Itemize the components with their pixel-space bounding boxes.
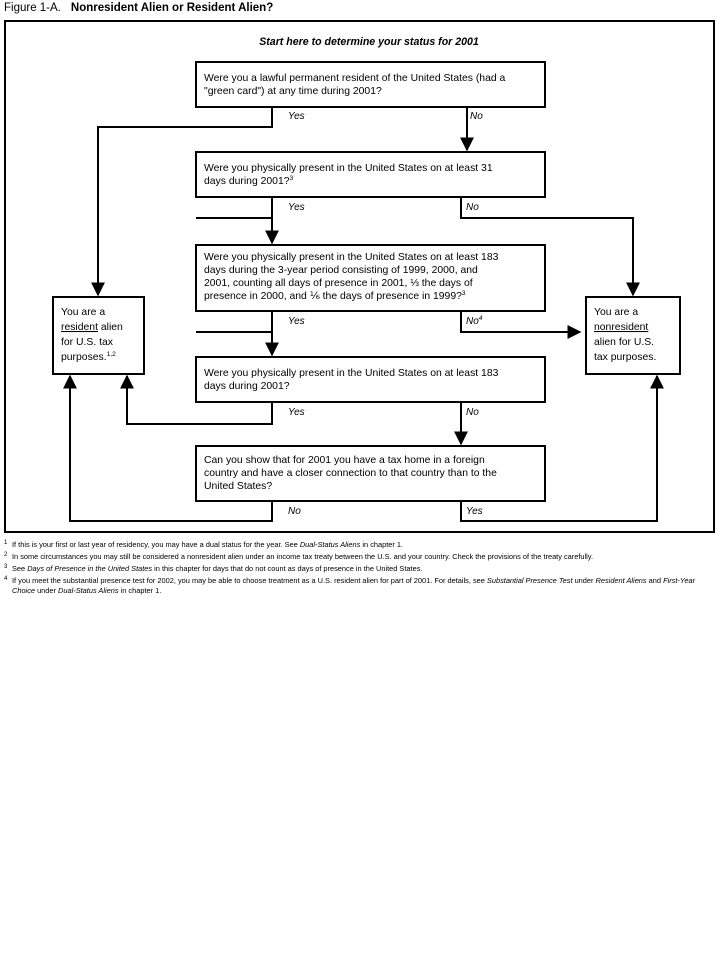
edge-q2-no-to-nonresident [460, 197, 640, 297]
q5-line2: country and have a closer connection to … [204, 468, 497, 479]
footnote-3: 3 See Days of Presence in the United Stat… [4, 564, 718, 574]
q5-line3: United States? [204, 481, 272, 492]
q3-no-label: No4 [466, 315, 483, 327]
footnote-1-text: If this is your first or last year of re… [12, 540, 404, 549]
start-here-caption: Start here to determine your status for … [259, 36, 479, 48]
q2-no-label: No [466, 202, 479, 213]
q1-no-label: No [470, 111, 483, 122]
resident-line4: purposes.1,2 [61, 351, 116, 363]
footnote-1-marker: 1 [4, 540, 8, 546]
connector-group [63, 107, 664, 522]
footnote-list: 1 If this is your first or last year of r… [4, 540, 718, 598]
node-present-31-days-question[interactable]: Were you physically present in the Unite… [195, 151, 546, 198]
footnote-2: 2 In some circumstances you may still be … [4, 552, 718, 562]
q1-line1: Were you a lawful permanent resident of … [204, 73, 506, 84]
q2-line1: Were you physically present in the Unite… [204, 163, 493, 174]
q5-no-label: No [288, 506, 301, 517]
q3-line3: 2001, counting all days of presence in 2… [204, 278, 473, 289]
nonresident-line4: tax purposes. [594, 352, 656, 363]
nonresident-line1: You are a [594, 307, 638, 318]
resident-line1: You are a [61, 307, 105, 318]
footnote-4: 4 If you meet the substantial presence te… [4, 576, 718, 595]
q3-yes-label: Yes [288, 316, 305, 327]
node-present-183-days-3-year-question[interactable]: Were you physically present in the Unite… [195, 244, 546, 312]
node-closer-connection-question[interactable]: Can you show that for 2001 you have a ta… [195, 445, 546, 502]
footnote-4-marker: 4 [4, 576, 8, 583]
q3-line4: presence in 2000, and ⅙ the days of pres… [204, 290, 466, 302]
resident-line3: for U.S. tax [61, 337, 114, 348]
q4-yes-label: Yes [288, 407, 305, 418]
branch-stub-group [196, 126, 272, 522]
nonresident-line3: alien for U.S. [594, 337, 654, 348]
footnote-1: 1 If this is your first or last year of r… [4, 540, 718, 550]
node-green-card-question[interactable]: Were you a lawful permanent resident of … [195, 61, 546, 108]
q4-line1: Were you physically present in the Unite… [204, 368, 499, 379]
footnote-3-text: See Days of Presence in the United State… [12, 564, 423, 574]
flowchart-canvas: Start here to determine your status for … [52, 36, 681, 522]
q1-line2: "green card") at any time during 2001? [204, 86, 382, 97]
edge-q5-no-to-resident [63, 374, 273, 522]
q3-line1: Were you physically present in the Unite… [204, 252, 499, 263]
footnote-3-marker: 3 [4, 564, 8, 571]
q2-line2: days during 2001?3 [204, 175, 294, 187]
node-resident-alien-result[interactable]: You are a resident alien for U.S. tax pu… [52, 296, 145, 375]
q4-line2: days during 2001? [204, 381, 290, 392]
edge-q3-no-to-nonresident [460, 311, 582, 339]
q4-no-label: No [466, 407, 479, 418]
q1-yes-label: Yes [288, 111, 305, 122]
edge-q1-yes-to-resident [91, 107, 273, 297]
nonresident-line2: nonresident [594, 322, 648, 333]
figure-heading: Figure 1-A. Nonresident Alien or Resident… [4, 2, 717, 18]
q5-line1: Can you show that for 2001 you have a ta… [204, 455, 485, 466]
footnote-2-marker: 2 [4, 552, 8, 559]
node-nonresident-alien-result[interactable]: You are a nonresident alien for U.S. tax… [585, 296, 681, 375]
footnote-2-text: In some circumstances you may still be c… [12, 552, 594, 562]
footnote-4-text: If you meet the substantial presence tes… [12, 576, 696, 595]
node-present-183-days-2001-question[interactable]: Were you physically present in the Unite… [195, 356, 546, 403]
resident-line2: resident alien [61, 322, 123, 333]
q3-line2: days during the 3-year period consisting… [204, 265, 478, 276]
figure-label: Figure 1-A. [4, 2, 61, 14]
figure-title: Nonresident Alien or Resident Alien? [70, 2, 274, 14]
q2-yes-label: Yes [288, 202, 305, 213]
edge-q5-yes-to-nonresident [460, 374, 664, 522]
q5-yes-label: Yes [466, 506, 483, 517]
